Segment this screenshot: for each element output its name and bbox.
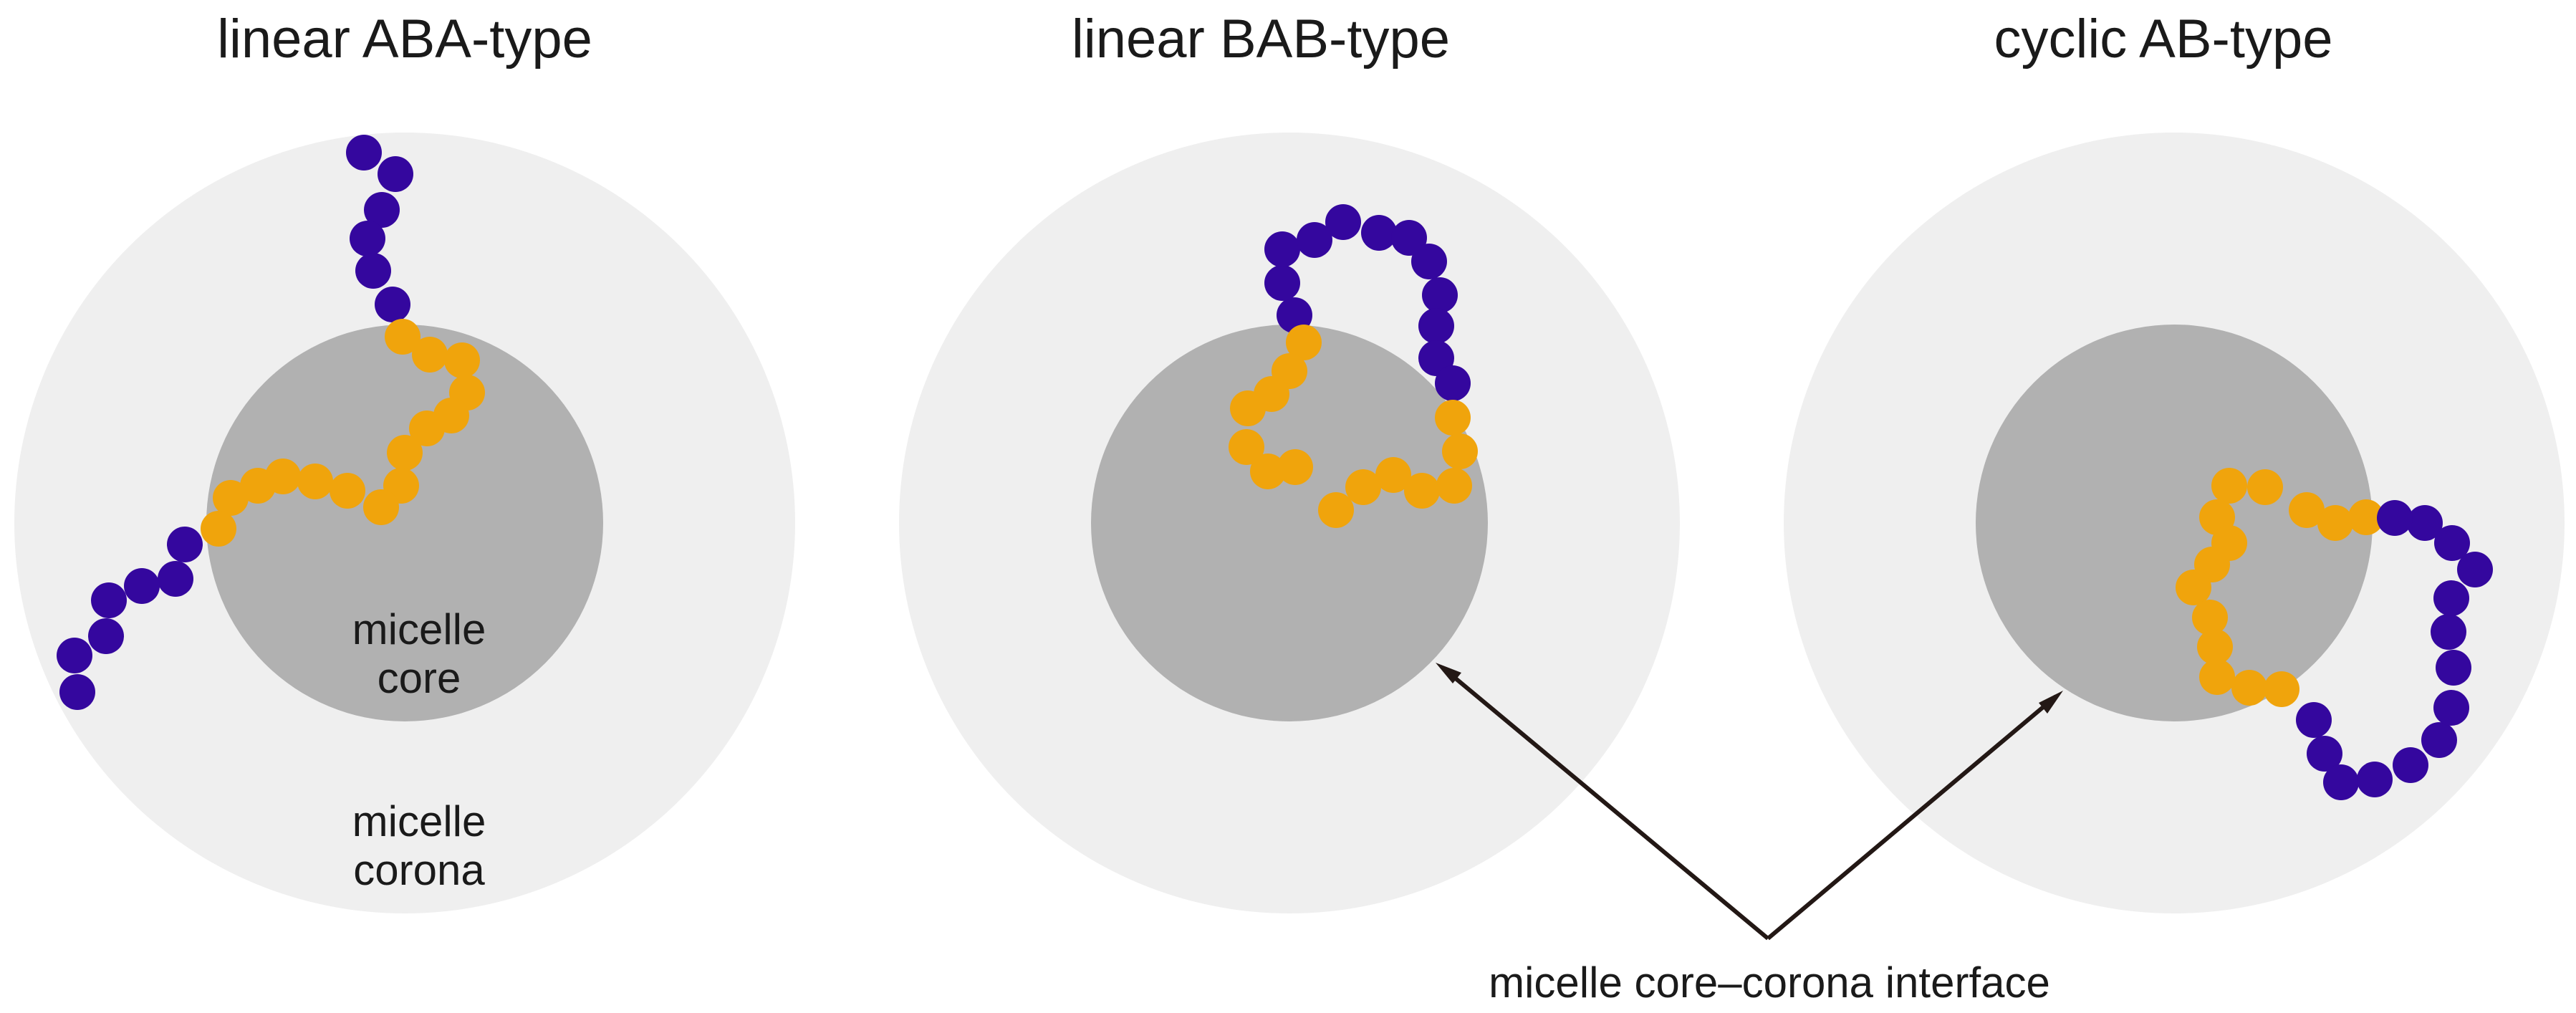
- hydrophobic-bead: [363, 489, 399, 525]
- hydrophobic-bead: [1318, 492, 1354, 528]
- arrow-to-bab-interface: [1441, 666, 1769, 941]
- hydrophilic-bead: [355, 253, 391, 289]
- hydrophilic-bead: [1325, 204, 1361, 240]
- hydrophilic-bead: [1411, 244, 1447, 279]
- arrowhead-bab: [1436, 663, 1461, 683]
- hydrophobic-bead: [2199, 659, 2235, 695]
- core-label-line-2: core: [377, 654, 461, 702]
- micelle-core-bab: [1091, 325, 1488, 721]
- hydrophilic-bead: [2433, 580, 2469, 616]
- hydrophobic-bead: [2348, 499, 2384, 535]
- hydrophilic-bead: [364, 192, 400, 228]
- hydrophilic-bead: [2357, 762, 2393, 797]
- hydrophobic-bead: [2197, 629, 2233, 665]
- hydrophilic-bead: [346, 135, 382, 171]
- hydrophilic-bead: [2421, 722, 2457, 758]
- hydrophobic-bead: [1404, 473, 1440, 509]
- hydrophilic-bead: [1264, 231, 1300, 267]
- hydrophobic-bead: [213, 480, 249, 516]
- hydrophobic-bead: [1375, 457, 1411, 493]
- micelle-corona-label: micelle corona: [315, 797, 523, 895]
- hydrophobic-bead: [444, 342, 480, 378]
- hydrophobic-bead: [240, 468, 276, 504]
- hydrophilic-bead: [59, 674, 95, 710]
- hydrophilic-bead: [350, 221, 385, 256]
- hydrophobic-bead: [2289, 492, 2325, 528]
- hydrophilic-bead: [2436, 650, 2471, 686]
- hydrophobic-bead: [330, 473, 365, 509]
- hydrophobic-bead: [201, 511, 236, 547]
- hydrophilic-bead: [2377, 500, 2413, 536]
- hydrophobic-bead: [412, 337, 448, 373]
- hydrophilic-bead: [1422, 277, 1458, 313]
- arrowhead-cyclic: [2039, 691, 2063, 714]
- title-aba: linear ABA-type: [217, 9, 592, 69]
- hydrophobic-bead: [1250, 453, 1286, 489]
- hydrophilic-bead: [1391, 220, 1427, 256]
- interface-label: micelle core–corona interface: [1489, 959, 2050, 1007]
- hydrophobic-bead: [409, 411, 445, 446]
- interface-arrows: [1436, 663, 2063, 941]
- hydrophobic-bead: [1286, 325, 1322, 360]
- hydrophilic-bead: [124, 568, 160, 604]
- hydrophilic-bead: [1435, 365, 1471, 401]
- hydrophilic-bead: [2407, 505, 2443, 541]
- polymer-chain-aba: [57, 135, 485, 710]
- title-cyclic: cyclic AB-type: [1994, 9, 2333, 69]
- hydrophobic-bead: [1436, 468, 1472, 504]
- hydrophobic-bead: [1345, 469, 1381, 505]
- hydrophobic-bead: [1442, 433, 1478, 469]
- hydrophilic-bead: [1277, 297, 1312, 333]
- arrow-to-cyclic-interface: [1767, 694, 2057, 941]
- polymer-chain-cyclic: [2176, 468, 2493, 800]
- hydrophilic-bead: [2433, 690, 2469, 726]
- micelle-core-aba: [206, 325, 603, 721]
- hydrophobic-bead: [2247, 469, 2283, 505]
- hydrophilic-bead: [378, 156, 413, 192]
- hydrophobic-bead: [2211, 468, 2247, 504]
- hydrophobic-bead: [297, 464, 333, 499]
- panel-aba: [14, 133, 795, 913]
- hydrophobic-bead: [1230, 390, 1266, 426]
- hydrophobic-bead: [2231, 670, 2267, 706]
- hydrophilic-bead: [2307, 736, 2342, 772]
- micelle-core-cyclic: [1976, 325, 2373, 721]
- hydrophilic-bead: [91, 582, 127, 618]
- hydrophilic-bead: [2434, 525, 2470, 561]
- panel-bab: [899, 133, 1680, 913]
- hydrophilic-bead: [167, 527, 203, 562]
- hydrophilic-bead: [88, 618, 124, 654]
- hydrophobic-bead: [1229, 429, 1264, 465]
- hydrophilic-bead: [57, 638, 92, 673]
- hydrophobic-bead: [2264, 671, 2299, 707]
- hydrophobic-bead: [2192, 600, 2228, 635]
- hydrophilic-bead: [2457, 552, 2493, 587]
- hydrophilic-bead: [2323, 764, 2359, 800]
- hydrophobic-bead: [2317, 505, 2353, 541]
- hydrophobic-bead: [387, 435, 423, 471]
- hydrophilic-bead: [1297, 222, 1332, 258]
- hydrophilic-bead: [1264, 265, 1300, 301]
- corona-label-line-1: micelle: [352, 797, 486, 845]
- hydrophobic-bead: [1277, 449, 1313, 485]
- panel-cyclic: [1784, 133, 2565, 913]
- hydrophilic-bead: [2431, 614, 2466, 650]
- title-bab: linear BAB-type: [1071, 9, 1451, 69]
- hydrophilic-bead: [1361, 215, 1397, 251]
- hydrophilic-bead: [2296, 702, 2332, 738]
- hydrophobic-bead: [1435, 400, 1471, 436]
- hydrophilic-bead: [158, 561, 193, 597]
- corona-label-line-2: corona: [353, 846, 485, 894]
- micelle-core-label: micelle core: [315, 605, 523, 703]
- hydrophobic-bead: [2176, 570, 2211, 605]
- hydrophobic-bead: [385, 319, 420, 355]
- core-label-line-1: micelle: [352, 605, 486, 653]
- hydrophilic-bead: [2393, 747, 2428, 783]
- hydrophilic-bead: [1418, 308, 1454, 344]
- polymer-chain-bab: [1229, 204, 1478, 528]
- hydrophilic-bead: [375, 287, 410, 322]
